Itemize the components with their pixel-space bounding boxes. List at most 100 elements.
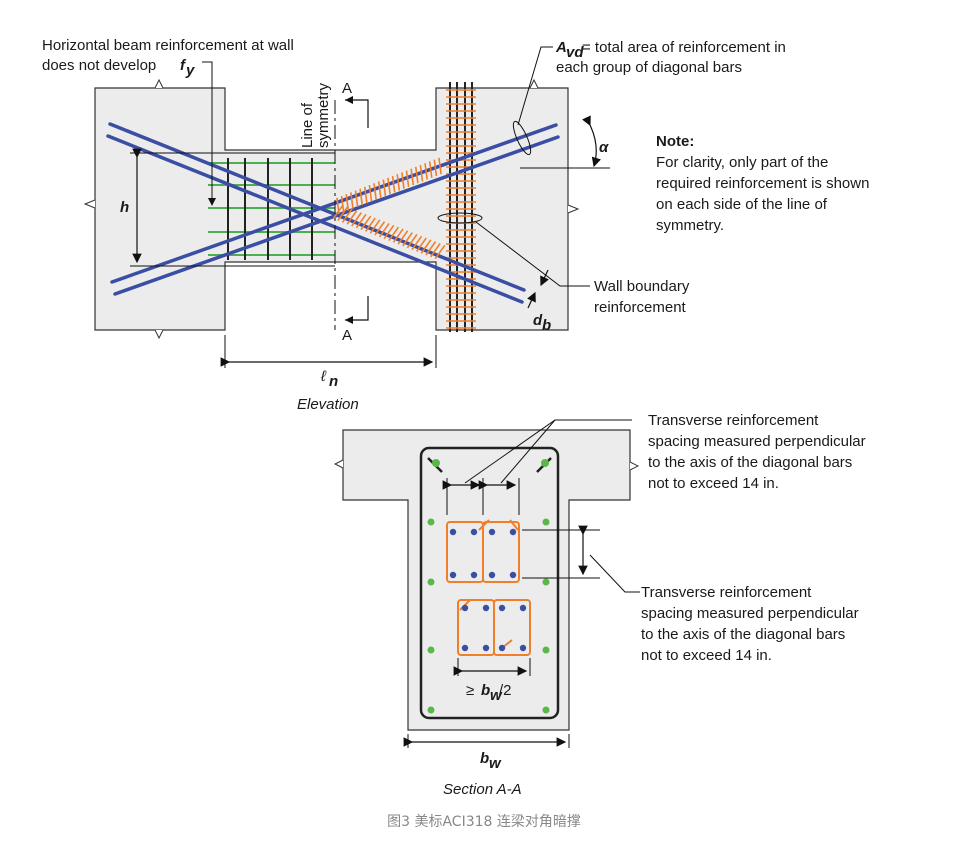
diagonal-tie [332, 204, 344, 220]
alpha-angle [520, 115, 610, 169]
diagonal-tie [414, 166, 419, 184]
ln-subscript: n [329, 373, 338, 390]
section-title: Section A-A [443, 781, 522, 798]
fy-leader [202, 61, 216, 206]
diagonal-tie [368, 184, 373, 202]
avd-leader [512, 46, 553, 156]
bw-half-subscript: w [490, 687, 503, 704]
outer-hoop [419, 446, 560, 720]
db-dimension [527, 269, 549, 309]
diagonal-bars [106, 122, 560, 304]
diagonal-tie [340, 195, 345, 213]
figure-caption: 图3 美标ACI318 连梁对角暗撑 [387, 814, 581, 830]
bw-symbol: b [480, 750, 489, 767]
bw-half-suffix: /2 [499, 682, 512, 699]
h-dimension [130, 148, 335, 267]
section-a-bottom-label: A [342, 327, 352, 344]
diagonal-tie [434, 244, 446, 260]
diagonal-tie [341, 208, 353, 223]
diagonal-tie [350, 192, 354, 209]
diagonal-tie [401, 172, 405, 189]
bw-half-symbol: b [481, 682, 490, 699]
diagonal-tie [360, 215, 372, 231]
bw-subscript: w [489, 755, 502, 772]
break-line-left [83, 199, 96, 209]
bw-dimension [403, 734, 570, 748]
horiz-reinf-label-2: does not develop [42, 57, 156, 74]
diagonal-tie [369, 219, 381, 234]
transverse-top-4: not to exceed 14 in. [648, 475, 779, 492]
break-line-right [567, 204, 580, 214]
note-line-2: required reinforcement is shown [656, 175, 869, 192]
diagonal-tie [355, 213, 367, 229]
avd-subscript: vd [566, 44, 584, 61]
transverse-right-1: Transverse reinforcement [641, 584, 812, 601]
diagonal-tie [410, 168, 415, 186]
wall-boundary-label-1: Wall boundary [594, 278, 690, 295]
diagonal-tie [378, 223, 390, 238]
diagonal-ties [332, 157, 446, 260]
diagonal-tie [396, 174, 401, 191]
section-view [333, 419, 640, 748]
diagonal-tie [402, 232, 413, 247]
ln-dimension [220, 335, 437, 368]
bw-half-dimension [453, 658, 531, 676]
break-line-top-right [529, 78, 539, 89]
diagonal-tie [411, 235, 423, 251]
section-a-top-label: A [342, 80, 352, 97]
diagonal-tie [392, 228, 404, 243]
avd-symbol: A [555, 39, 567, 56]
transverse-top-2: spacing measured perpendicular [648, 433, 866, 450]
diagonal-tie [387, 177, 391, 195]
diagonal-tie [425, 241, 437, 256]
db-symbol: d [533, 312, 543, 329]
diagonal-tie [382, 179, 387, 197]
transverse-right-2: spacing measured perpendicular [641, 605, 859, 622]
diagonal-tie [405, 170, 410, 188]
diagonal-tie [438, 157, 442, 175]
horiz-reinf-label-1: Horizontal beam reinforcement at wall [42, 37, 294, 54]
diagonal-tie [391, 175, 396, 193]
diagonal-tie [359, 188, 364, 206]
transverse-top-1: Transverse reinforcement [648, 412, 819, 429]
diagonal-tie [346, 210, 358, 225]
ln-symbol: ℓ [320, 368, 327, 385]
lower-diagonal-group [457, 599, 531, 656]
diagonal-tie [363, 186, 368, 204]
diagonal-tie [373, 183, 377, 200]
diagonal-tie [397, 230, 409, 245]
diagonal-tie [354, 190, 359, 208]
wall-boundary-leader [437, 212, 590, 287]
elevation-title: Elevation [297, 396, 359, 413]
break-line-section-left [333, 459, 344, 469]
transverse-right-3: to the axis of the diagonal bars [641, 626, 845, 643]
alpha-label: α [599, 139, 609, 156]
note-line-4: symmetry. [656, 217, 724, 234]
h-label: h [120, 199, 129, 216]
diagonal-tie [416, 237, 427, 252]
note-line-3: on each side of the line of [656, 196, 828, 213]
line-of-symmetry-label-1: Line of [299, 102, 316, 148]
break-line-section-right [629, 461, 640, 471]
bw-half-prefix: ≥ [466, 682, 474, 699]
diagonal-tie [351, 212, 362, 227]
wall-boundary-label-2: reinforcement [594, 299, 687, 316]
diagonal-tie [424, 163, 428, 180]
diagonal-tie [345, 194, 350, 211]
section-cut-bottom [345, 296, 369, 324]
diagonal-tie [406, 233, 418, 249]
note-line-1: For clarity, only part of the [656, 154, 828, 171]
transverse-right-4: not to exceed 14 in. [641, 647, 772, 664]
right-spacing-dimension [522, 525, 640, 593]
db-subscript: b [542, 317, 551, 334]
diagonal-tie [420, 239, 432, 254]
section-longitudinal-bars [427, 459, 550, 714]
diagonal-tie [337, 206, 349, 221]
avd-description-2: each group of diagonal bars [556, 59, 742, 76]
diagonal-tie [433, 159, 438, 177]
diagonal-tie [428, 161, 433, 178]
line-of-symmetry-label-2: symmetry [315, 83, 332, 148]
fy-subscript: y [185, 62, 195, 79]
fy-symbol: f [180, 57, 187, 74]
section-cut-top [345, 96, 369, 128]
